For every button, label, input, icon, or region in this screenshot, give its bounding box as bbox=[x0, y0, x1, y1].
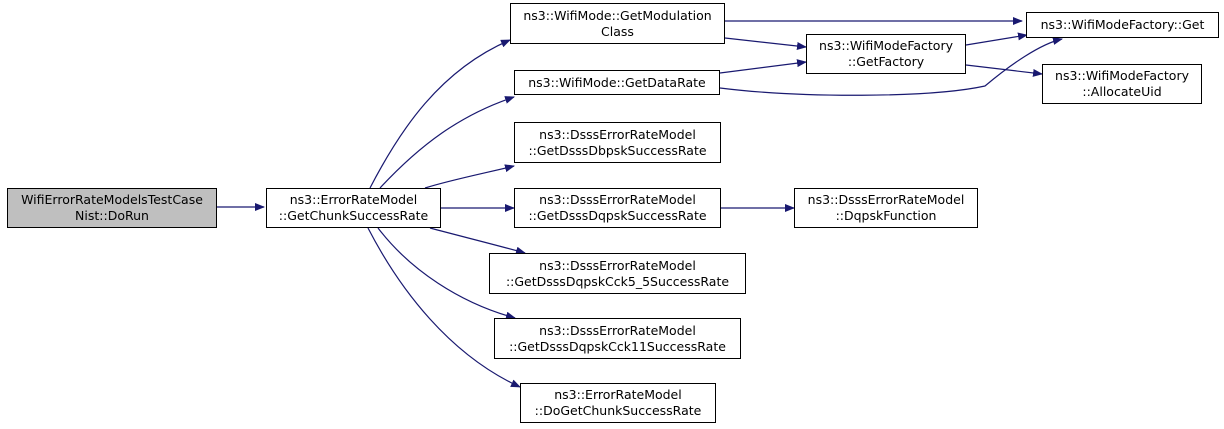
node-root-dorun-line2: Nist::DoRun bbox=[75, 208, 149, 223]
node-dqpsk-success-rate-line2: ::GetDsssDqpskSuccessRate bbox=[528, 208, 707, 223]
edge-modulation-class-to-get-factory bbox=[724, 37, 807, 50]
node-dqpsk-success-rate[interactable]: ns3::DsssErrorRateModel ::GetDsssDqpskSu… bbox=[514, 188, 721, 228]
node-cck5-success-rate-line1: ns3::DsssErrorRateModel bbox=[539, 257, 696, 273]
node-dqpsk-success-rate-line1: ns3::DsssErrorRateModel bbox=[539, 192, 696, 207]
edge-get-factory-to-allocate-uid bbox=[965, 64, 1043, 77]
node-get-data-rate-line1: ns3::WifiMode::GetDataRate bbox=[528, 74, 706, 90]
node-dqpsk-function-line1: ns3::DsssErrorRateModel bbox=[807, 192, 965, 207]
node-factory-get[interactable]: ns3::WifiModeFactory::Get bbox=[1026, 12, 1219, 38]
node-get-chunk-success-rate[interactable]: ns3::ErrorRateModel ::GetChunkSuccessRat… bbox=[266, 188, 441, 228]
node-do-get-chunk-success-rate-line1: ns3::ErrorRateModel bbox=[554, 387, 682, 402]
edge-data-rate-to-get-factory bbox=[719, 59, 807, 74]
node-cck11-success-rate[interactable]: ns3::DsssErrorRateModel ::GetDsssDqpskCc… bbox=[494, 318, 741, 359]
edge-get-chunk-to-cck11 bbox=[377, 227, 516, 320]
node-get-modulation-class-line2: Class bbox=[601, 23, 634, 39]
edge-get-chunk-to-dbpsk bbox=[424, 164, 515, 189]
node-dqpsk-function[interactable]: ns3::DsssErrorRateModel ::DqpskFunction bbox=[794, 188, 978, 228]
edge-get-factory-to-factory-get bbox=[965, 32, 1028, 46]
node-get-factory-line1: ns3::WifiModeFactory bbox=[819, 38, 953, 53]
edge-data-rate-to-factory-get bbox=[719, 37, 1063, 96]
node-root-dorun-line1: WifiErrorRateModelsTestCase bbox=[21, 192, 203, 207]
node-cck11-success-rate-line1: ns3::DsssErrorRateModel bbox=[539, 322, 696, 338]
node-get-data-rate[interactable]: ns3::WifiMode::GetDataRate bbox=[514, 70, 720, 95]
edge-get-chunk-to-cck5 bbox=[429, 227, 526, 255]
node-dqpsk-function-line2: ::DqpskFunction bbox=[835, 208, 937, 223]
node-dbpsk-success-rate-line1: ns3::DsssErrorRateModel bbox=[539, 126, 696, 142]
node-root-dorun: WifiErrorRateModelsTestCase Nist::DoRun bbox=[7, 188, 217, 228]
node-factory-get-line1: ns3::WifiModeFactory::Get bbox=[1040, 17, 1205, 32]
node-get-modulation-class-line1: ns3::WifiMode::GetModulation bbox=[523, 7, 712, 23]
node-get-factory-line2: ::GetFactory bbox=[847, 54, 925, 69]
node-cck11-success-rate-line2: ::GetDsssDqpskCck11SuccessRate bbox=[509, 338, 726, 354]
node-do-get-chunk-success-rate[interactable]: ns3::ErrorRateModel ::DoGetChunkSuccessR… bbox=[520, 383, 716, 423]
node-dbpsk-success-rate[interactable]: ns3::DsssErrorRateModel ::GetDsssDbpskSu… bbox=[514, 122, 721, 163]
node-get-factory[interactable]: ns3::WifiModeFactory ::GetFactory bbox=[806, 34, 966, 74]
node-get-modulation-class[interactable]: ns3::WifiMode::GetModulation Class bbox=[510, 3, 725, 44]
node-allocate-uid-line2: ::AllocateUid bbox=[1082, 84, 1162, 99]
node-allocate-uid-line1: ns3::WifiModeFactory bbox=[1055, 68, 1189, 83]
node-get-chunk-success-rate-line1: ns3::ErrorRateModel bbox=[289, 192, 418, 207]
node-cck5-success-rate-line2: ::GetDsssDqpskCck5_5SuccessRate bbox=[505, 273, 730, 289]
edge-get-chunk-to-data-rate bbox=[379, 96, 515, 189]
node-do-get-chunk-success-rate-line2: ::DoGetChunkSuccessRate bbox=[534, 403, 702, 418]
node-allocate-uid[interactable]: ns3::WifiModeFactory ::AllocateUid bbox=[1042, 64, 1202, 104]
node-get-chunk-success-rate-line2: ::GetChunkSuccessRate bbox=[278, 208, 429, 223]
edge-get-chunk-to-modulation-class bbox=[369, 39, 511, 189]
node-dbpsk-success-rate-line2: ::GetDsssDbpskSuccessRate bbox=[528, 142, 707, 158]
edge-get-chunk-to-do-get-chunk bbox=[367, 227, 521, 388]
node-cck5-success-rate[interactable]: ns3::DsssErrorRateModel ::GetDsssDqpskCc… bbox=[489, 253, 746, 294]
